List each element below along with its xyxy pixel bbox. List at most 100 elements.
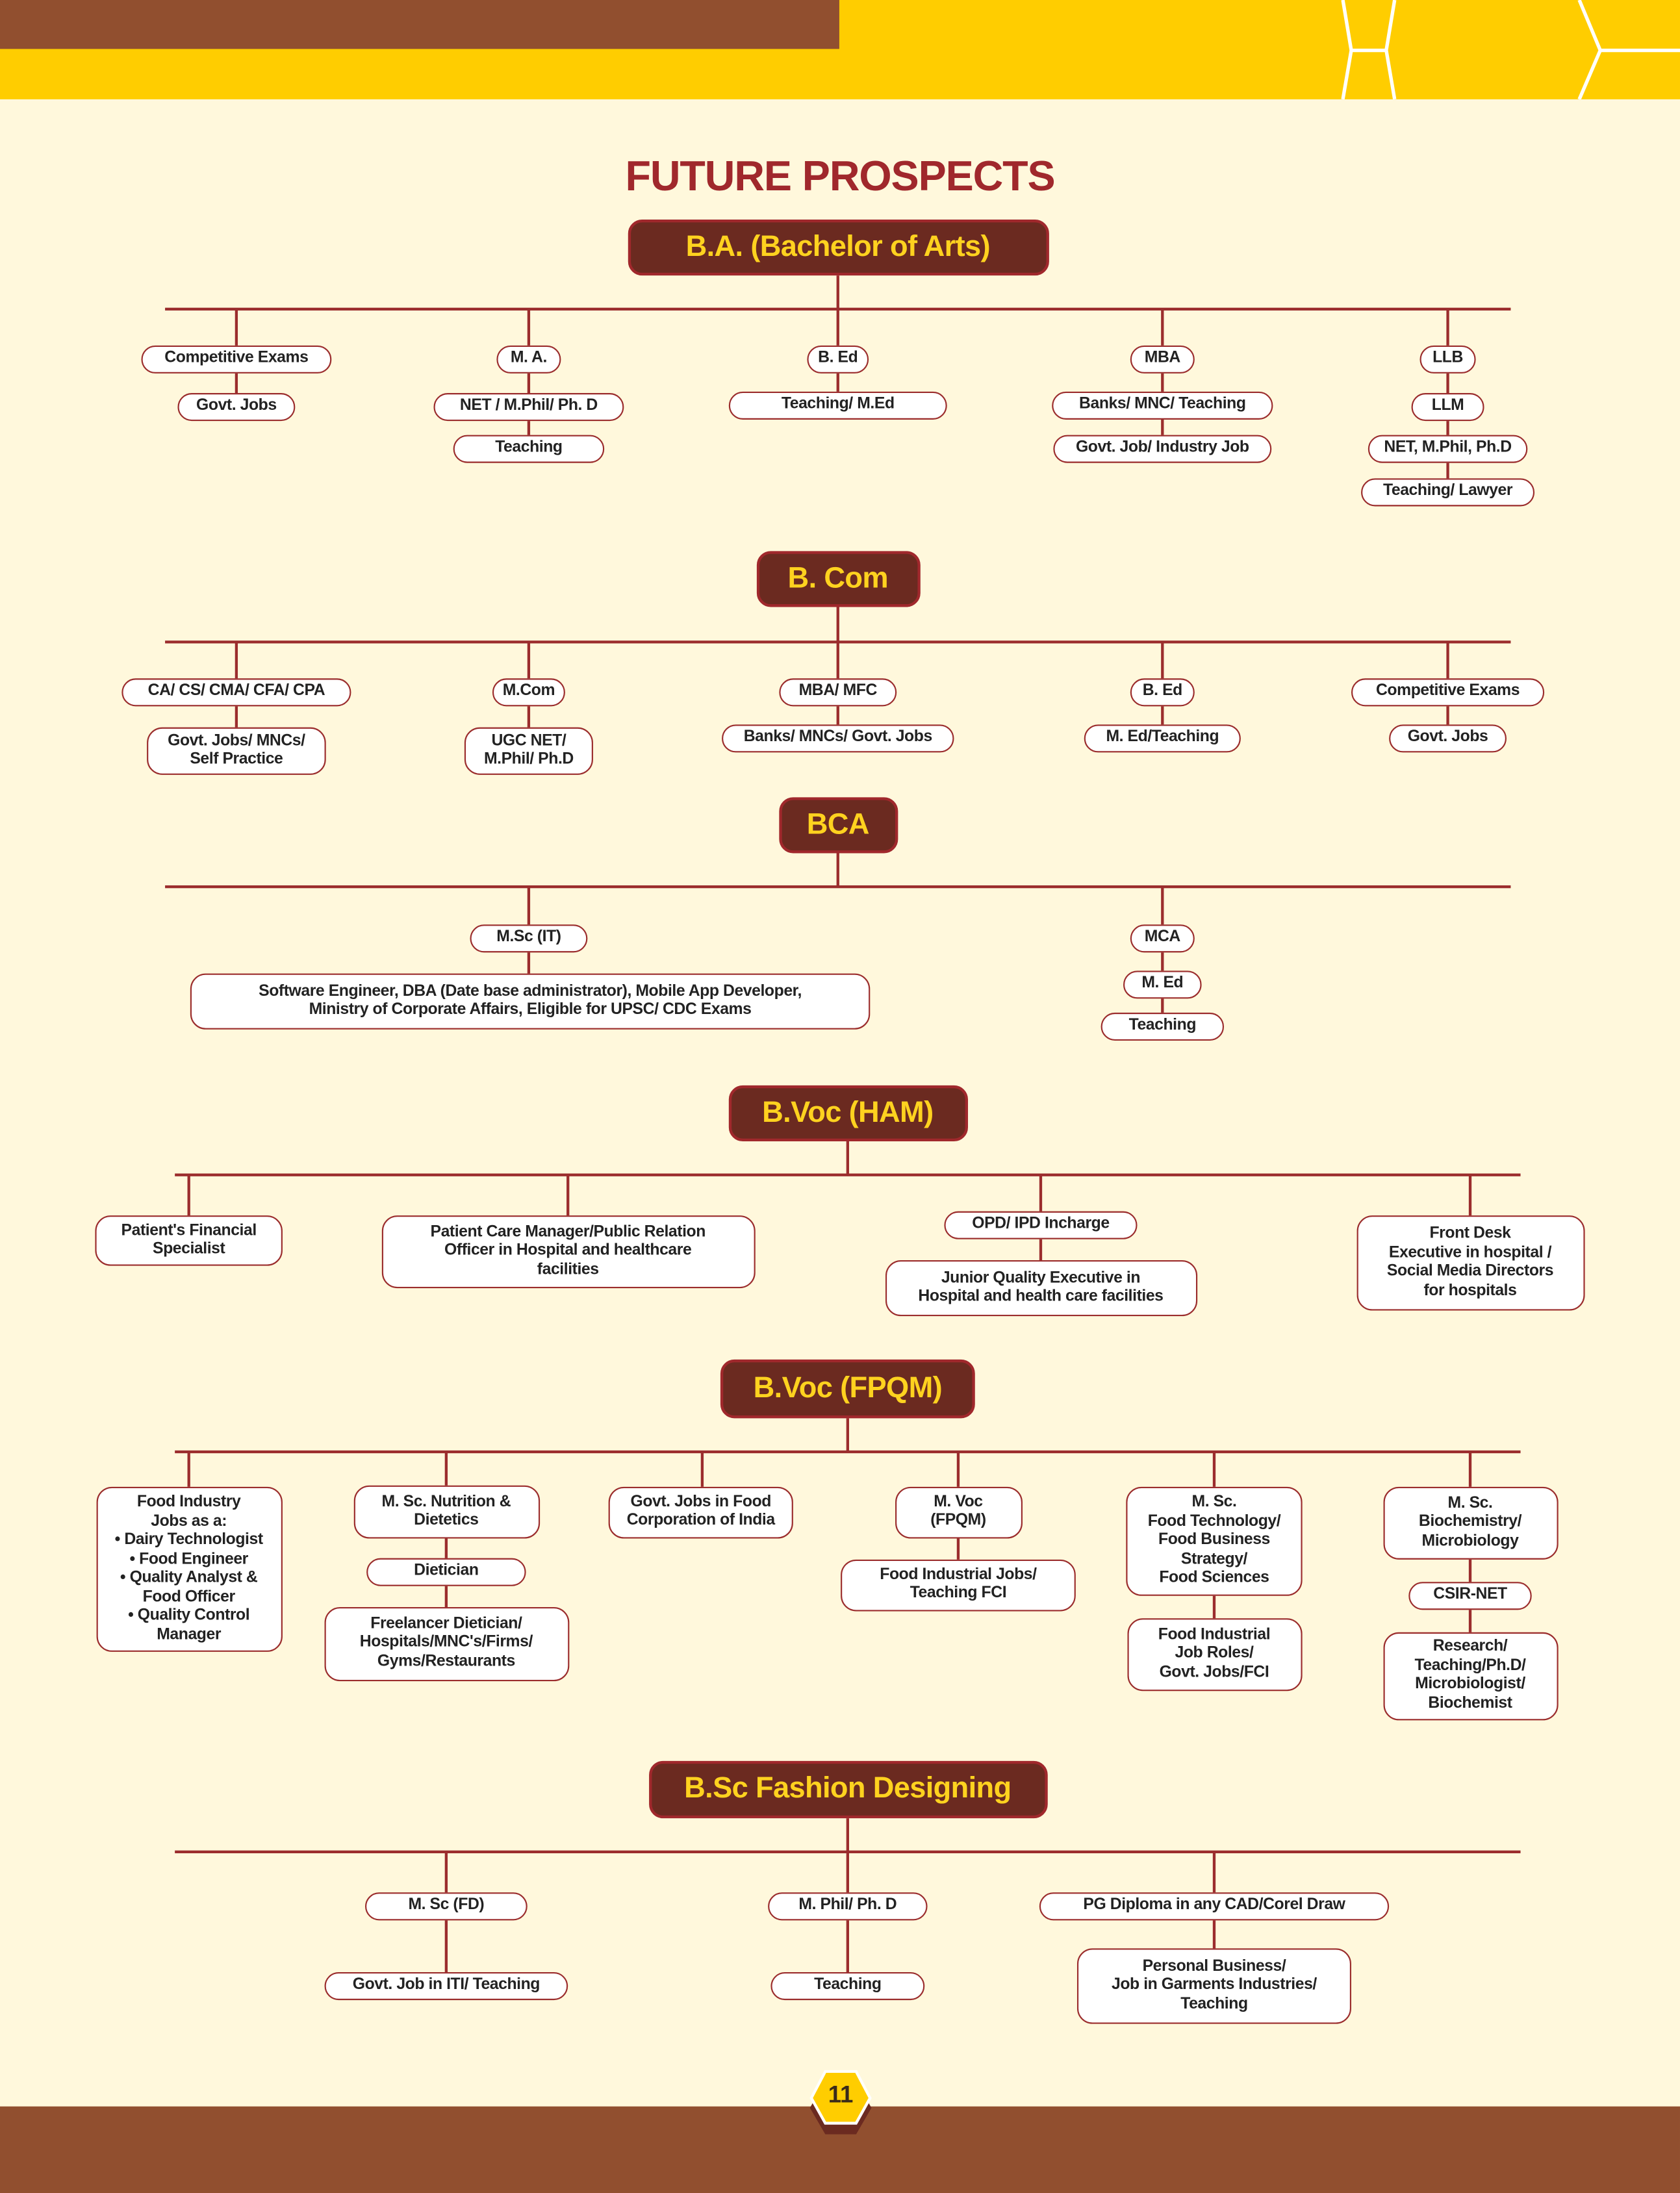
connector-line: [187, 1452, 190, 1487]
prospect-box: Personal Business/ Job in Garments Indus…: [1076, 1948, 1351, 2024]
connector-line: [836, 642, 839, 679]
prospect-box: Competitive Exams: [1351, 678, 1545, 707]
connector-line: [846, 1141, 849, 1175]
prospect-box: MBA: [1130, 345, 1195, 374]
prospect-box: CSIR-NET: [1408, 1582, 1532, 1610]
prospect-box: Research/ Teaching/Ph.D/ Microbiologist/…: [1382, 1631, 1558, 1720]
section-header: B.Sc Fashion Designing: [648, 1760, 1047, 1818]
connector-line: [846, 1851, 849, 1893]
connector-line: [836, 309, 839, 346]
page-number: 11: [828, 2081, 854, 2108]
prospect-box: Freelancer Dietician/ Hospitals/MNC's/Fi…: [324, 1606, 569, 1681]
prospect-box: UGC NET/ M.Phil/ Ph.D: [464, 727, 593, 775]
connector-line: [1212, 1452, 1216, 1487]
prospect-box: Teaching/ Lawyer: [1361, 478, 1535, 507]
connector-line: [1468, 1452, 1472, 1487]
connector-line: [1039, 1239, 1043, 1261]
prospect-box: M. A.: [496, 345, 561, 374]
prospect-box: Front Desk Executive in hospital / Socia…: [1356, 1215, 1585, 1311]
prospect-box: NET / M.Phil/ Ph. D: [433, 393, 624, 422]
prospect-box: B. Ed: [807, 345, 869, 374]
prospect-box: MCA: [1130, 924, 1195, 953]
connector-line: [836, 853, 839, 887]
prospect-box: M. Phil/ Ph. D: [768, 1892, 928, 1921]
connector-line: [836, 275, 839, 309]
connector-line: [836, 373, 839, 392]
connector-line: [1446, 309, 1449, 346]
connector-line: [1212, 1920, 1216, 1949]
connector-line: [1468, 1174, 1472, 1216]
prospect-box: Software Engineer, DBA (Date base admini…: [190, 973, 871, 1030]
prospect-box: M. Sc. Food Technology/ Food Business St…: [1126, 1486, 1303, 1596]
prospect-box: Govt. Jobs: [177, 393, 296, 422]
prospect-box: Banks/ MNC/ Teaching: [1052, 391, 1273, 420]
connector-line: [235, 642, 238, 679]
prospect-box: Patient's Financial Specialist: [95, 1215, 283, 1266]
prospect-box: Govt. Jobs: [1389, 724, 1507, 753]
connector-line: [1468, 1559, 1472, 1582]
connector-line: [1161, 642, 1164, 679]
connector-line: [235, 706, 238, 728]
connector-line: [1446, 706, 1449, 725]
connector-line: [846, 1418, 849, 1452]
prospect-box: LLM: [1411, 393, 1484, 422]
connector-line: [444, 1920, 448, 1973]
prospect-box: Govt. Jobs/ MNCs/ Self Practice: [147, 727, 326, 775]
connector-line: [527, 642, 531, 679]
connector-line: [1161, 998, 1164, 1013]
connector-line: [527, 373, 531, 394]
connector-line: [1161, 887, 1164, 925]
connector-line: [1161, 706, 1164, 725]
connector-line: [1446, 642, 1449, 679]
connector-line: [1039, 1174, 1043, 1211]
prospect-box: Food Industry Jobs as a: • Dairy Technol…: [95, 1486, 282, 1652]
connector-line: [1446, 373, 1449, 394]
connector-line: [444, 1851, 448, 1893]
connector-line: [956, 1452, 960, 1486]
prospect-box: Dietician: [366, 1558, 526, 1586]
connector-line: [1212, 1595, 1216, 1619]
connector-line: [1446, 421, 1449, 435]
connector-line: [1446, 463, 1449, 479]
connector-line: [527, 706, 531, 728]
prospect-box: M. Sc. Nutrition & Dietetics: [353, 1485, 540, 1539]
connector-line: [836, 607, 839, 642]
prospect-box: Govt. Job/ Industry Job: [1053, 435, 1272, 463]
section-header: B.Voc (HAM): [728, 1085, 967, 1142]
connector-line: [1161, 309, 1164, 346]
prospect-box: Teaching: [453, 435, 605, 463]
prospect-box: Govt. Jobs in Food Corporation of India: [608, 1486, 793, 1538]
prospect-box: Govt. Job in ITI/ Teaching: [324, 1972, 568, 2001]
prospect-box: OPD/ IPD Incharge: [944, 1211, 1138, 1239]
connector-line: [1212, 1851, 1216, 1893]
prospect-box: M. Voc (FPQM): [894, 1486, 1022, 1538]
section-header: B.Voc (FPQM): [720, 1359, 975, 1419]
prospect-box: PG Diploma in any CAD/Corel Draw: [1039, 1892, 1390, 1921]
connector-line: [444, 1586, 448, 1606]
prospect-box: Competitive Exams: [141, 345, 332, 374]
prospect-box: Junior Quality Executive in Hospital and…: [884, 1260, 1197, 1317]
honeycomb-decoration-icon: [1341, 0, 1680, 99]
prospect-box: Banks/ MNCs/ Govt. Jobs: [722, 724, 954, 753]
connector-line: [235, 309, 238, 346]
connector-line: [836, 706, 839, 725]
prospect-box: Teaching/ M.Ed: [728, 391, 947, 420]
prospect-box: Teaching: [1101, 1012, 1225, 1041]
connector-line: [700, 1452, 704, 1486]
bus-line: [175, 1450, 1521, 1454]
connector-line: [527, 952, 531, 974]
prospect-box: Food Industrial Job Roles/ Govt. Jobs/FC…: [1126, 1618, 1302, 1692]
prospect-box: B. Ed: [1130, 678, 1195, 707]
connector-line: [527, 421, 531, 435]
connector-line: [444, 1452, 448, 1486]
header-brown-strip: [0, 0, 839, 49]
page-title: FUTURE PROSPECTS: [625, 153, 1055, 200]
prospect-box: M.Sc (IT): [470, 924, 588, 953]
connector-line: [527, 309, 531, 346]
section-header: BCA: [778, 797, 898, 854]
connector-line: [956, 1538, 960, 1559]
prospect-box: Teaching: [770, 1972, 925, 2001]
prospect-box: M. Ed/Teaching: [1084, 724, 1241, 753]
connector-line: [444, 1538, 448, 1558]
connector-line: [846, 1818, 849, 1852]
